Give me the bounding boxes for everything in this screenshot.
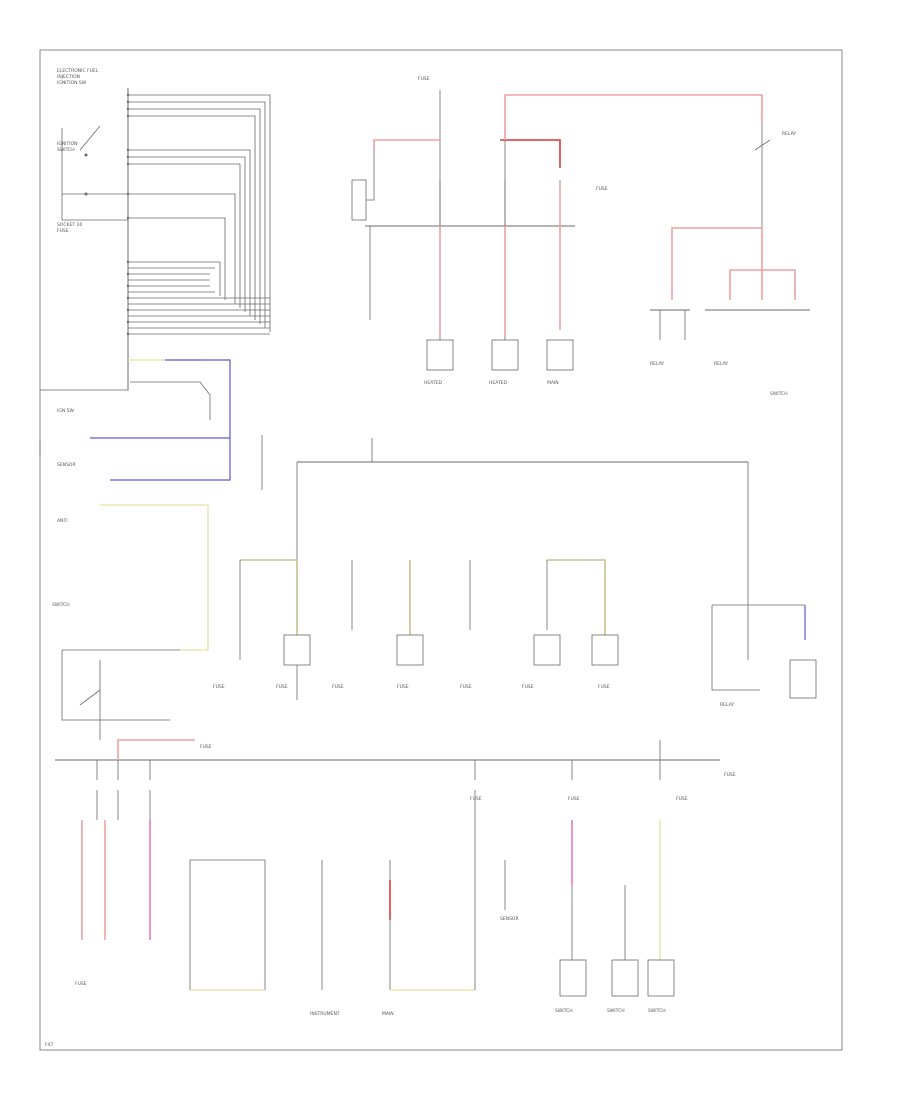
label-mid-5: FUSE: [460, 684, 472, 690]
label-top-left-b: INJECTION: [57, 74, 80, 80]
label-lower-4: FUSE: [676, 796, 688, 802]
label-bottom-4: SWITCH: [607, 1008, 625, 1014]
label-top-left-d: SOCKET 16: [57, 222, 82, 228]
label-comp-1: HEATED: [424, 380, 443, 386]
label-switch-1: SWITCH: [770, 391, 788, 397]
label-fuse-b: FUSE: [596, 186, 608, 192]
label-mid-1: FUSE: [213, 684, 225, 690]
label-mid-7: FUSE: [598, 684, 610, 690]
comp-relay-box: [351, 179, 367, 221]
corner-label: F47: [45, 1042, 53, 1048]
label-relay-1: RELAY: [650, 361, 664, 367]
label-mid-3: FUSE: [332, 684, 344, 690]
label-sensor-2: ANTI: [57, 518, 68, 524]
top-left-connector-bundle: ELECTRONIC FUEL INJECTION IGNITION SW SO…: [39, 68, 271, 651]
label-top-left-c: IGNITION SW: [57, 80, 87, 86]
label-sensor-1: SENSOR: [57, 462, 76, 468]
lower-bus-group: FUSE FUSE INSTRUMENT MAIN SWITCH SWITCH …: [55, 739, 736, 1017]
mid-right-comp: [789, 659, 817, 699]
label-relay-box: RELAY: [720, 702, 734, 708]
label-comp-3: MAIN: [547, 380, 559, 386]
label-bottom-3: SWITCH: [555, 1008, 573, 1014]
label-mid-2: FUSE: [276, 684, 288, 690]
lower-comp-1: [559, 959, 587, 997]
label-lower-5: FUSE: [724, 772, 736, 778]
label-mid-4: FUSE: [397, 684, 409, 690]
label-bottom-5: SWITCH: [648, 1008, 666, 1014]
label-fuse-a: FUSE: [418, 76, 430, 82]
label-bottom-1: INSTRUMENT: [310, 1011, 340, 1017]
label-comp-4: RELAY: [782, 131, 796, 137]
label-bottom-6: SENSOR: [500, 916, 519, 922]
lower-comp-2: [611, 959, 639, 997]
mid-comp-4: [591, 634, 619, 666]
label-ignition-c: IGN SW: [57, 408, 74, 414]
comp-heated-2: [491, 339, 519, 371]
middle-bus-group: FUSE FUSE FUSE FUSE FUSE FUSE FUSE RELAY: [213, 435, 817, 708]
label-lower-bus: FUSE: [200, 744, 212, 750]
top-right-relay-group: RELAY RELAY RELAY SWITCH: [650, 122, 810, 397]
diagram-border: [39, 49, 843, 1051]
label-lower-1: FUSE: [75, 981, 87, 987]
label-relay-2: RELAY: [714, 361, 728, 367]
label-top-left-e: FUSE: [57, 228, 69, 234]
mid-comp-3: [533, 634, 561, 666]
lower-comp-3: [647, 959, 675, 997]
comp-main-box: [546, 339, 574, 371]
left-mid-switch: SWITCH: [52, 602, 180, 740]
label-comp-2: HEATED: [489, 380, 508, 386]
label-lower-3: FUSE: [568, 796, 580, 802]
label-mid-6: FUSE: [522, 684, 534, 690]
label-ignition: IGNITION: [57, 141, 78, 147]
label-switch-mid: SWITCH: [52, 602, 70, 608]
comp-heated-1: [426, 339, 454, 371]
label-lower-2: FUSE: [470, 796, 482, 802]
mid-comp-2: [396, 634, 424, 666]
top-center-fuse-group: FUSE HEATED HEATED MAIN FUSE: [351, 76, 763, 386]
label-ignition-b: SWITCH: [57, 147, 75, 153]
mid-comp-1: [283, 634, 311, 666]
label-bottom-2: MAIN: [382, 1011, 394, 1017]
label-top-left-a: ELECTRONIC FUEL: [57, 68, 99, 74]
